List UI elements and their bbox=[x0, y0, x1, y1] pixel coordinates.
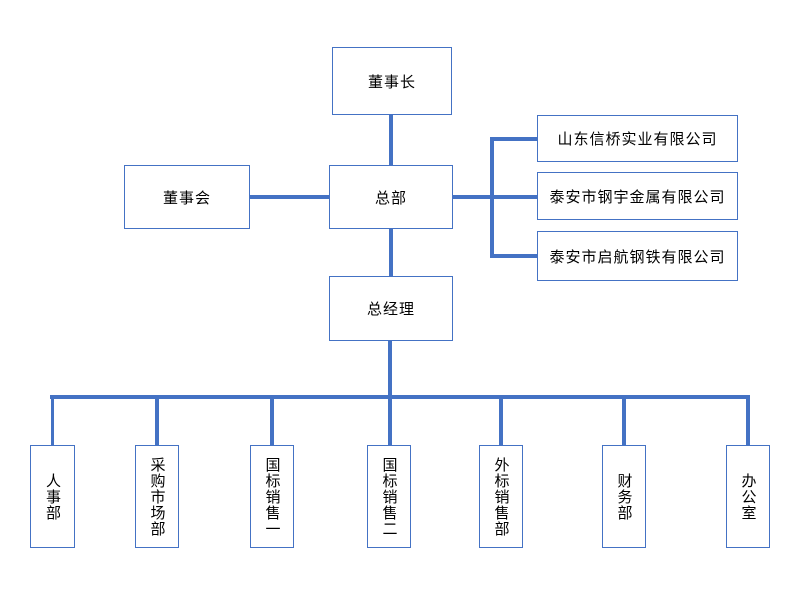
connector-bus-to-dept-6 bbox=[622, 395, 626, 445]
connector-department-bus bbox=[50, 395, 750, 399]
node-dept-finance-label: 财务部 bbox=[615, 472, 633, 521]
connector-board-to-headquarters bbox=[250, 195, 329, 199]
node-dept-finance: 财务部 bbox=[602, 445, 646, 548]
connector-bus-to-dept-1 bbox=[50, 395, 55, 445]
node-dept-domestic-sales-2-label: 国标销售二 bbox=[380, 456, 398, 537]
node-chairman: 董事长 bbox=[332, 47, 452, 115]
node-dept-domestic-sales-1-label: 国标销售一 bbox=[263, 456, 281, 537]
node-general-manager-label: 总经理 bbox=[366, 301, 415, 318]
node-dept-domestic-sales-1: 国标销售一 bbox=[250, 445, 294, 548]
node-dept-external-sales-label: 外标销售部 bbox=[492, 456, 510, 537]
node-subsidiary-3: 泰安市启航钢铁有限公司 bbox=[537, 231, 738, 281]
node-board-label: 董事会 bbox=[162, 189, 211, 207]
node-dept-domestic-sales-2: 国标销售二 bbox=[367, 445, 411, 548]
connector-bus-to-dept-7 bbox=[746, 395, 750, 445]
connector-chairman-to-headquarters bbox=[389, 115, 393, 165]
node-subsidiary-1: 山东信桥实业有限公司 bbox=[537, 115, 738, 162]
connector-branch-to-subsidiary-2 bbox=[490, 195, 537, 199]
node-subsidiary-2: 泰安市钢宇金属有限公司 bbox=[537, 172, 738, 220]
node-dept-hr: 人事部 bbox=[30, 445, 75, 548]
connector-headquarters-to-gm bbox=[389, 229, 393, 276]
connector-bus-to-dept-3 bbox=[270, 395, 274, 445]
node-general-manager: 总经理 bbox=[329, 276, 453, 341]
node-subsidiary-1-label: 山东信桥实业有限公司 bbox=[557, 131, 718, 148]
connector-gm-to-bus bbox=[388, 341, 392, 445]
connector-bus-to-dept-5 bbox=[499, 395, 503, 445]
node-headquarters-label: 总部 bbox=[374, 189, 407, 207]
node-dept-external-sales: 外标销售部 bbox=[479, 445, 523, 548]
node-dept-office-label: 办公室 bbox=[739, 472, 757, 521]
node-dept-hr-label: 人事部 bbox=[44, 472, 61, 521]
node-subsidiary-2-label: 泰安市钢宇金属有限公司 bbox=[549, 188, 726, 206]
connector-bus-to-dept-2 bbox=[155, 395, 159, 445]
node-board: 董事会 bbox=[124, 165, 250, 229]
connector-branch-to-subsidiary-3 bbox=[490, 254, 537, 258]
connector-headquarters-to-branch bbox=[453, 195, 492, 199]
node-headquarters: 总部 bbox=[329, 165, 453, 229]
node-chairman-label: 董事长 bbox=[367, 73, 416, 91]
node-dept-purchasing-market-label: 采购市场部 bbox=[148, 456, 166, 537]
node-subsidiary-3-label: 泰安市启航钢铁有限公司 bbox=[549, 248, 726, 266]
node-dept-office: 办公室 bbox=[726, 445, 770, 548]
node-dept-purchasing-market: 采购市场部 bbox=[135, 445, 179, 548]
connector-branch-to-subsidiary-1 bbox=[490, 137, 537, 141]
